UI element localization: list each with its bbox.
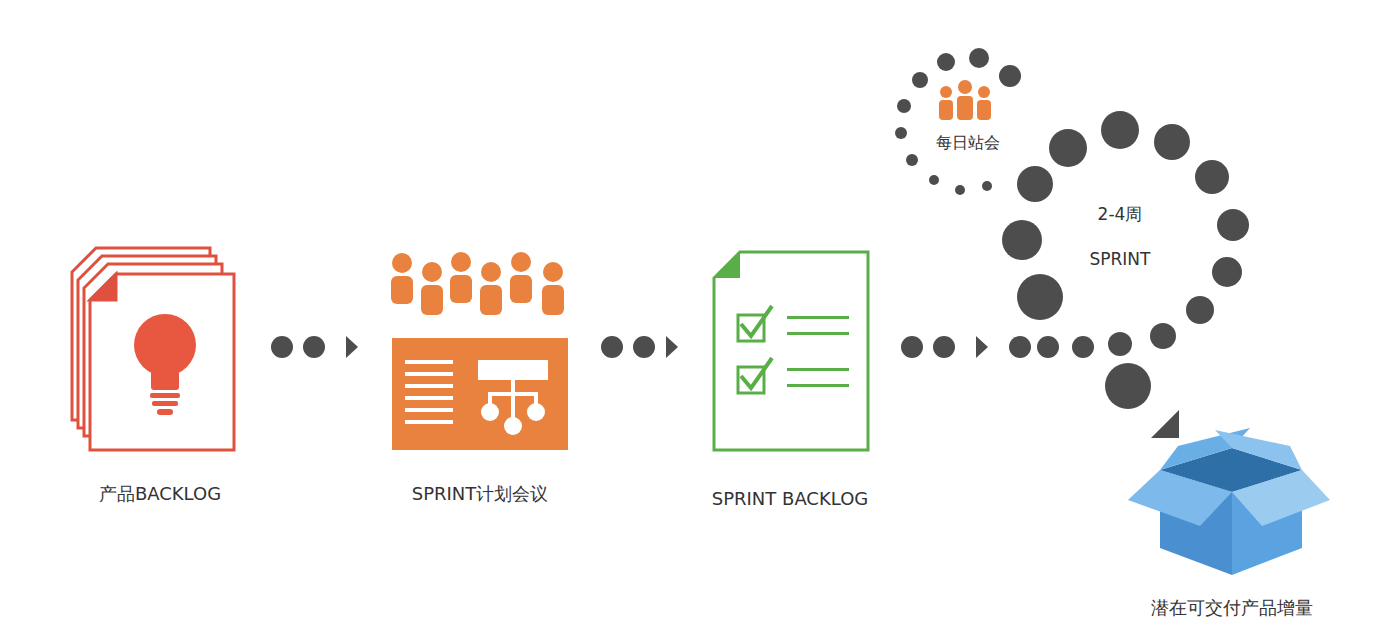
open-box-icon: [1128, 428, 1330, 575]
dotted-connector: [601, 336, 678, 358]
lightbulb-icon: [134, 314, 196, 415]
dotted-connector: [901, 336, 988, 358]
planning-node: SPRINT计划会议: [370, 240, 590, 510]
node-caption: 每日站会: [936, 133, 1000, 152]
node-caption: SPRINT计划会议: [412, 483, 549, 505]
standup-dot-ring: [895, 48, 1021, 195]
sprint-dot-ring: [1002, 111, 1249, 409]
dotted-connector: [1151, 410, 1179, 438]
node-caption: 潜在可交付产品增量: [1151, 597, 1313, 619]
team-people-icon: [391, 252, 564, 315]
node-caption: 产品BACKLOG: [99, 483, 221, 505]
standup-node: 每日站会: [915, 60, 1015, 165]
backlog-node: 产品BACKLOG: [60, 240, 260, 510]
duration-label: 2-4周: [1098, 204, 1143, 224]
dotted-connector: [271, 336, 358, 358]
increment-node: 潜在可交付产品增量: [1115, 440, 1355, 625]
sprint-label: SPRINT: [1090, 249, 1151, 269]
meeting-board-icon: [392, 338, 568, 450]
standup-people-icon: [939, 80, 991, 120]
sprint-loop-node: 2-4周 SPRINT: [1000, 110, 1255, 410]
backlog-pages-icon: [72, 248, 234, 450]
checklist-document-icon: [714, 252, 868, 450]
sprint-backlog-node: SPRINT BACKLOG: [690, 240, 890, 515]
node-caption: SPRINT BACKLOG: [712, 488, 869, 510]
